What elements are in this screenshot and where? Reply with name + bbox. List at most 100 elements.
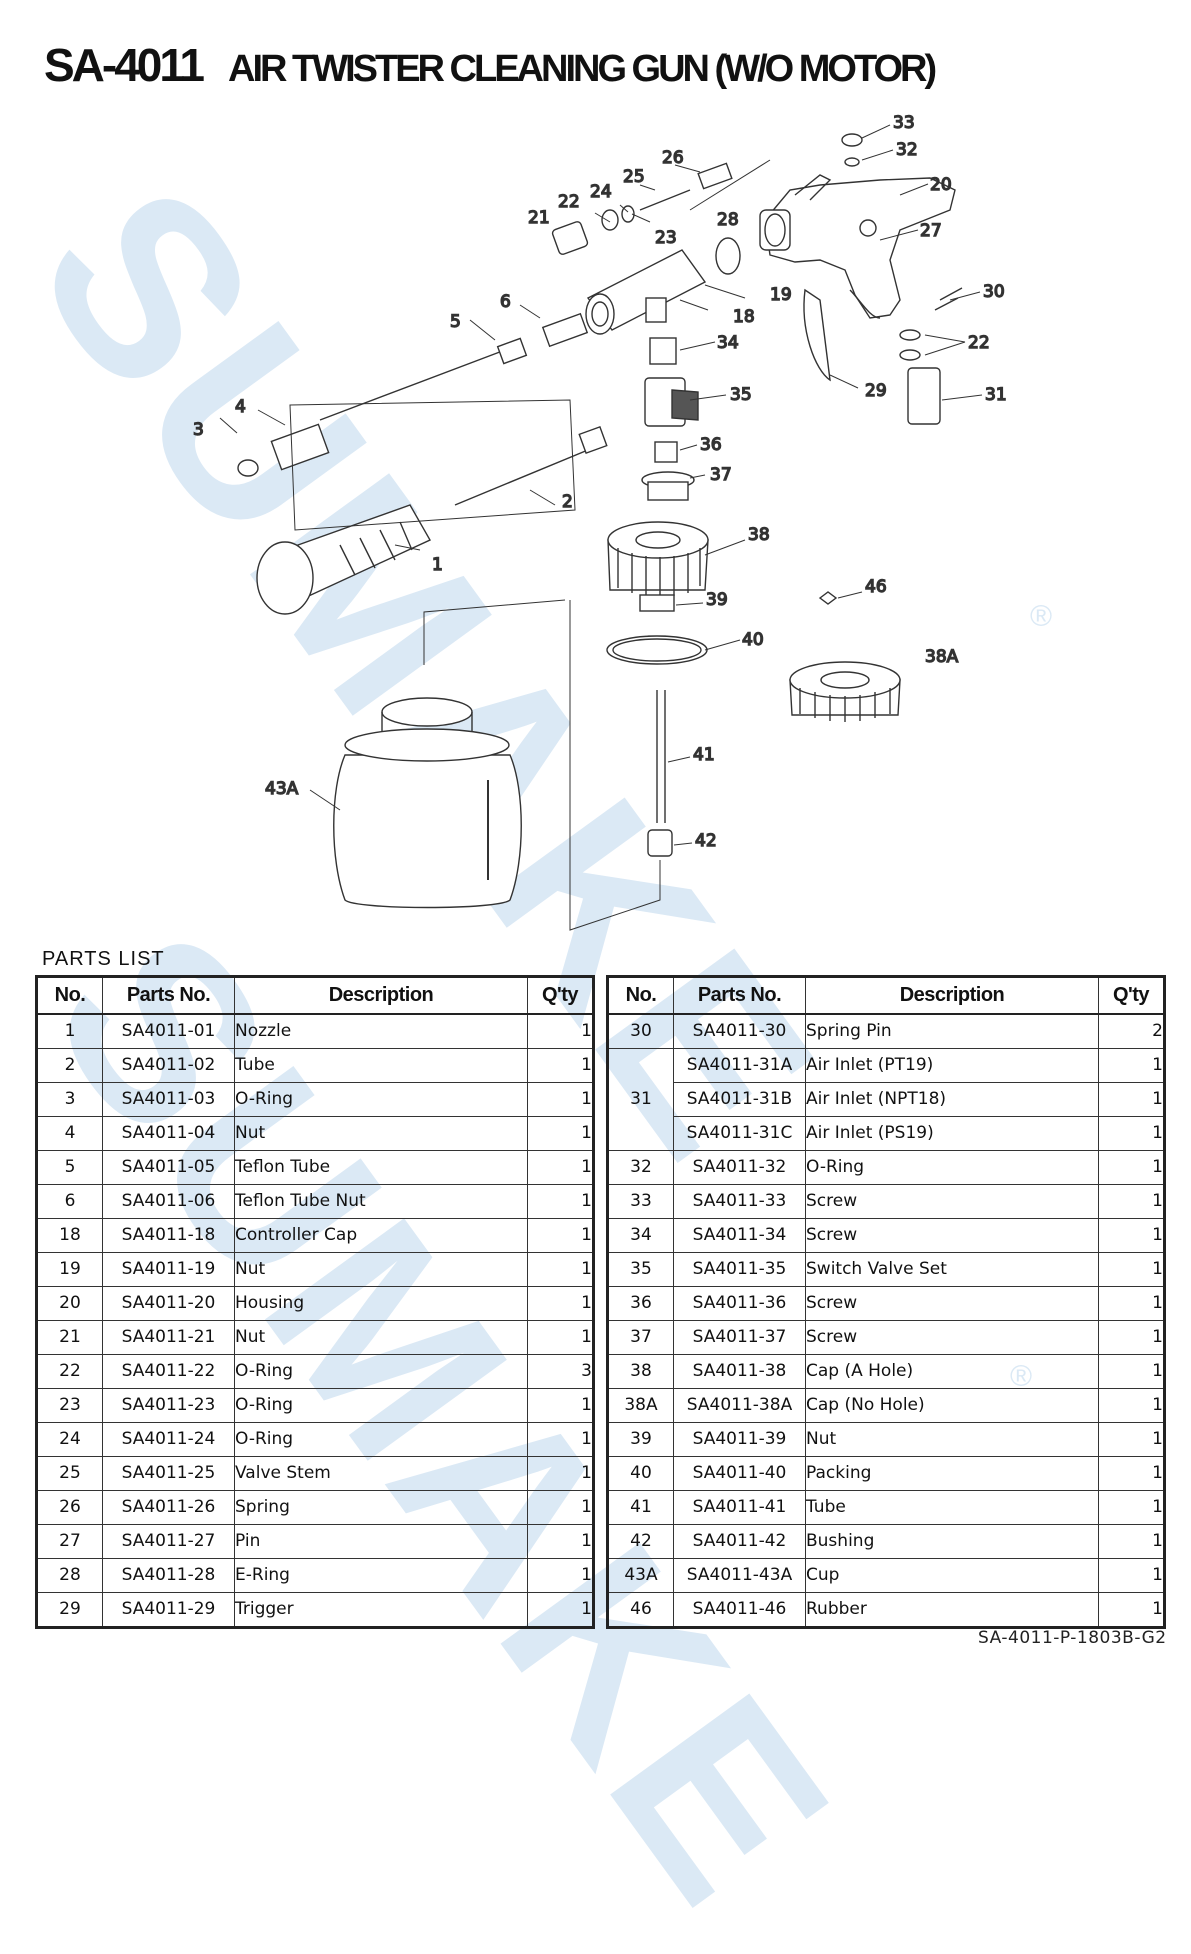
cell-qty: 1 (1098, 1388, 1165, 1423)
cell-description: Trigger (234, 1592, 528, 1628)
callout-43A: 43A (265, 779, 299, 799)
exploded-view-diagram: 1 2 3 4 5 6 18 19 20 21 22 22 23 24 25 2… (192, 112, 1007, 931)
callout-46: 46 (865, 577, 887, 597)
col-header-description: Description (805, 976, 1099, 1015)
cell-description: O-Ring (234, 1422, 528, 1457)
cell-qty: 2 (1098, 1013, 1165, 1049)
controller-cap-drawing (585, 237, 741, 335)
callout-30: 30 (983, 282, 1005, 302)
cell-description: Controller Cap (234, 1218, 528, 1253)
cell-part-no: SA4011-32 (673, 1150, 806, 1185)
cell-description: Valve Stem (234, 1456, 528, 1491)
callout-24: 24 (590, 182, 612, 202)
cell-part-no: SA4011-05 (102, 1150, 235, 1185)
cell-description: Housing (234, 1286, 528, 1321)
cell-part-no: SA4011-02 (102, 1048, 235, 1083)
cell-description: Cap (A Hole) (805, 1354, 1099, 1389)
cell-description: O-Ring (805, 1150, 1099, 1185)
cell-no: 34 (607, 1218, 674, 1253)
cell-description: Nut (805, 1422, 1099, 1457)
cell-no: 41 (607, 1490, 674, 1525)
col-header-part-no: Parts No. (102, 976, 235, 1015)
callout-2: 2 (562, 492, 573, 512)
cell-qty: 1 (527, 1184, 594, 1219)
cell-part-no: SA4011-01 (102, 1013, 235, 1049)
cell-part-no: SA4011-39 (673, 1422, 806, 1457)
nozzle-tube-drawing (237, 312, 608, 615)
cell-part-no: SA4011-25 (102, 1456, 235, 1491)
cell-part-no: SA4011-38 (673, 1354, 806, 1389)
col-header-description: Description (234, 976, 528, 1015)
cell-no: 46 (607, 1592, 674, 1628)
cell-qty: 1 (1098, 1116, 1165, 1151)
cell-part-no: SA4011-37 (673, 1320, 806, 1355)
cell-no: 30 (607, 1013, 674, 1049)
callout-38A: 38A (925, 647, 959, 667)
callout-labels: 1 2 3 4 5 6 18 19 20 21 22 22 23 24 25 2… (192, 112, 1007, 851)
cell-part-no: SA4011-03 (102, 1082, 235, 1117)
col-header-no: No. (607, 976, 674, 1015)
cell-description: Switch Valve Set (805, 1252, 1099, 1287)
cell-part-no: SA4011-34 (673, 1218, 806, 1253)
cell-qty: 1 (527, 1558, 594, 1593)
cell-qty: 1 (1098, 1048, 1165, 1083)
cell-description: Screw (805, 1286, 1099, 1321)
cell-part-no: SA4011-43A (673, 1558, 806, 1593)
cell-part-no: SA4011-06 (102, 1184, 235, 1219)
cell-part-no: SA4011-28 (102, 1558, 235, 1593)
cell-qty: 1 (1098, 1082, 1165, 1117)
cell-description: Tube (805, 1490, 1099, 1525)
callout-32: 32 (896, 140, 918, 160)
cell-no: 18 (36, 1218, 103, 1253)
cell-description: Cup (805, 1558, 1099, 1593)
cell-no: 2 (36, 1048, 103, 1083)
cell-part-no: SA4011-38A (673, 1388, 806, 1423)
cell-part-no: SA4011-22 (102, 1354, 235, 1389)
col-header-qty: Q'ty (527, 976, 594, 1015)
callout-36: 36 (700, 435, 722, 455)
cell-qty: 1 (1098, 1184, 1165, 1219)
cell-part-no: SA4011-42 (673, 1524, 806, 1559)
cell-part-no: SA4011-31C (673, 1116, 806, 1151)
cell-part-no: SA4011-27 (102, 1524, 235, 1559)
cell-qty: 1 (527, 1048, 594, 1083)
cell-part-no: SA4011-31B (673, 1082, 806, 1117)
cell-no: 23 (36, 1388, 103, 1423)
cell-qty: 3 (527, 1354, 594, 1389)
cell-description: O-Ring (234, 1082, 528, 1117)
cell-no: 28 (36, 1558, 103, 1593)
cell-qty: 1 (1098, 1320, 1165, 1355)
callout-21: 21 (528, 208, 550, 228)
cell-no: 26 (36, 1490, 103, 1525)
callout-1: 1 (432, 555, 443, 575)
cell-qty: 1 (1098, 1286, 1165, 1321)
callout-4: 4 (235, 397, 246, 417)
col-header-part-no: Parts No. (673, 976, 806, 1015)
cell-part-no: SA4011-30 (673, 1013, 806, 1049)
cell-description: Spring (234, 1490, 528, 1525)
cell-qty: 1 (527, 1524, 594, 1559)
cell-part-no: SA4011-40 (673, 1456, 806, 1491)
table-header-row: No. Parts No. Description Q'ty (36, 976, 594, 1015)
callout-38: 38 (748, 525, 770, 545)
col-header-no: No. (36, 976, 103, 1015)
callout-31: 31 (985, 385, 1007, 405)
cell-description: Nut (234, 1320, 528, 1355)
